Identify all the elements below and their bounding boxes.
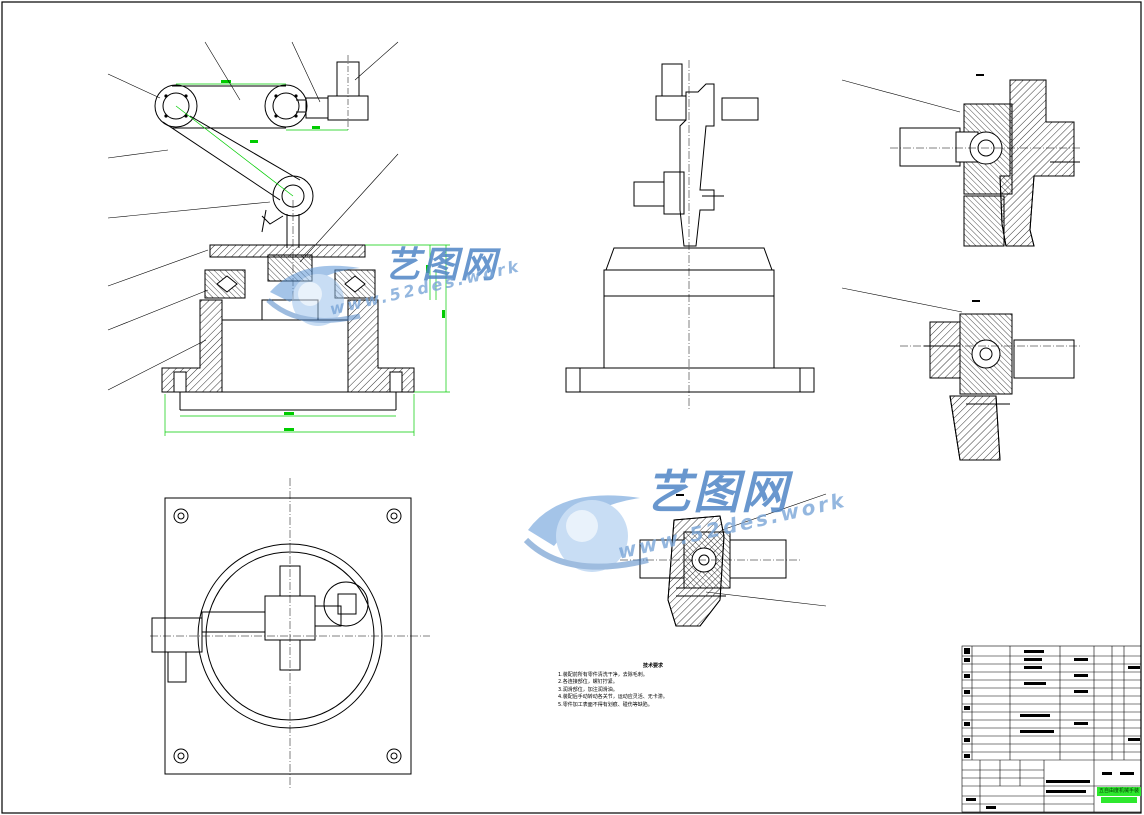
dimension-lines bbox=[164, 83, 450, 436]
wrist-motor bbox=[296, 55, 369, 130]
notes-line: 3.润滑部位，加注润滑油。 bbox=[558, 686, 618, 693]
forearm bbox=[162, 115, 314, 233]
title-block-fills bbox=[964, 648, 1140, 809]
section-b-b bbox=[900, 313, 1080, 461]
side-view bbox=[565, 60, 815, 410]
notes-line: 1.装配前所有零件清洗干净，去除毛刺。 bbox=[558, 671, 648, 678]
dimension-labels bbox=[221, 80, 445, 431]
watermark-logo-1 bbox=[266, 265, 361, 326]
notes-line: 4.装配后手动转动各关节，运动应灵活、无卡滞。 bbox=[558, 694, 668, 700]
notes-title: 技术要求 bbox=[642, 663, 663, 669]
top-view bbox=[150, 478, 430, 790]
drawing-code-cell bbox=[1101, 797, 1137, 803]
section-a-a bbox=[890, 79, 1082, 247]
watermark-logo-2 bbox=[523, 495, 649, 572]
technical-notes: 技术要求 1.装配前所有零件清洗干净，去除毛刺。 2.各连接部位，螺钉拧紧。 3… bbox=[558, 663, 748, 709]
drawing-name: 五自由度机械手装配图 bbox=[1097, 787, 1141, 796]
leader-b-b bbox=[841, 287, 963, 313]
leader-lines-front bbox=[107, 41, 399, 391]
leader-c-c-bottom bbox=[705, 591, 827, 607]
leader-c-c-top bbox=[721, 493, 827, 531]
notes-line: 5.零件加工表面不得有划痕、碰伤等缺陷。 bbox=[558, 701, 653, 708]
leader-a-a bbox=[841, 79, 961, 113]
notes-line: 2.各连接部位，螺钉拧紧。 bbox=[558, 679, 618, 685]
upper-arm bbox=[154, 84, 308, 129]
section-c-c bbox=[620, 515, 800, 627]
front-view bbox=[154, 55, 415, 411]
title-block bbox=[961, 645, 1142, 813]
section-markers bbox=[676, 74, 984, 496]
